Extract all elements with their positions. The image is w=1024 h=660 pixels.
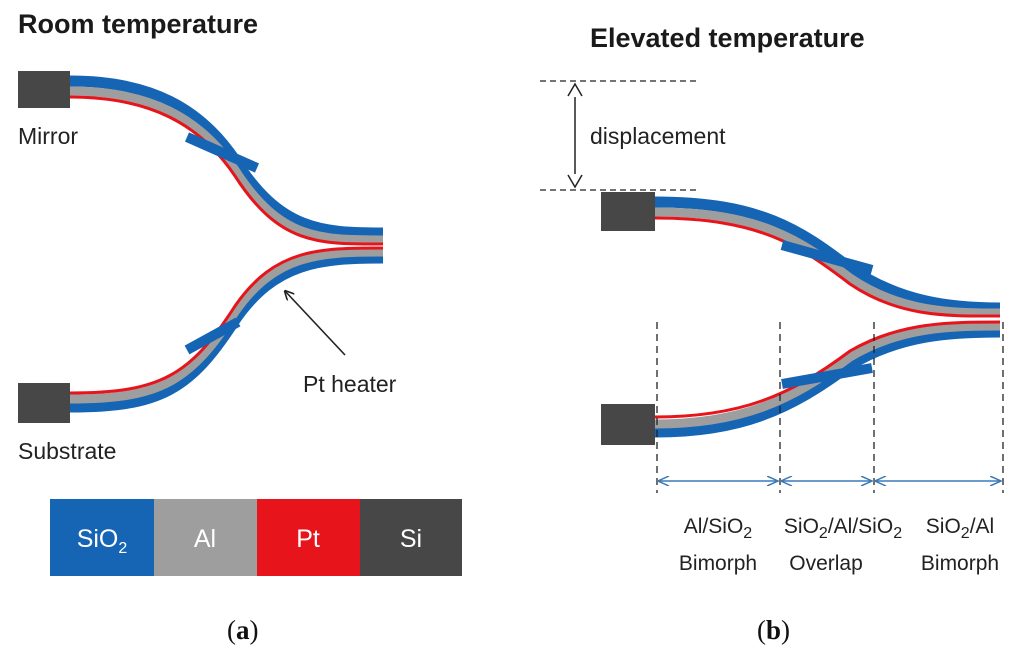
al-layer-upper — [69, 86, 384, 245]
substrate-anchor-b — [601, 404, 655, 445]
mirror-beam-elevated — [601, 192, 1001, 318]
panel-a: Room temperature Mirror Substrate Pt hea… — [18, 9, 462, 645]
region-label-overlap: SiO2/Al/SiO2 Overlap — [784, 515, 902, 575]
panel-b: Elevated temperature displacement — [540, 23, 1004, 645]
panel-a-title: Room temperature — [18, 9, 258, 39]
pt-layer-lower-b — [654, 320, 1001, 419]
mirror-beam — [18, 71, 384, 246]
substrate-beam-elevated — [601, 320, 1001, 445]
pt-layer-upper — [69, 95, 384, 246]
region-1-line2: Bimorph — [679, 552, 757, 575]
legend-si-swatch — [360, 499, 462, 576]
panel-b-title: Elevated temperature — [590, 23, 865, 53]
al-layer-lower-b — [654, 321, 1001, 429]
panel-b-caption: (b) — [757, 615, 790, 645]
legend-si-label: Si — [400, 525, 422, 553]
region-label-sio2-al-bimorph: SiO2/Al Bimorph — [921, 515, 999, 575]
al-layer-upper-b — [654, 207, 1001, 318]
pt-heater-label: Pt heater — [303, 371, 397, 397]
sio2-overlap-lower-b — [781, 363, 873, 389]
al-layer-lower — [69, 247, 384, 404]
legend-al-swatch — [154, 499, 257, 576]
pt-layer-lower — [69, 246, 384, 395]
region-3-line1: SiO2/Al — [926, 515, 994, 542]
region-2-line2: Overlap — [789, 552, 863, 575]
mirror-anchor — [18, 71, 70, 108]
displacement-label: displacement — [590, 123, 726, 149]
legend-pt-label: Pt — [296, 525, 320, 553]
pt-layer-upper-b — [654, 216, 1001, 318]
sio2-overlap-lower — [184, 317, 241, 355]
region-1-line1: Al/SiO2 — [684, 515, 753, 542]
panel-a-caption: (a) — [227, 615, 259, 645]
legend-al-label: Al — [194, 525, 216, 553]
displacement-arrowhead-up — [567, 82, 583, 97]
legend-sio2-swatch — [50, 499, 154, 576]
mirror-label: Mirror — [18, 123, 78, 149]
region-label-al-sio2-bimorph: Al/SiO2 Bimorph — [679, 515, 757, 575]
material-legend: SiO2 Al Pt Si — [50, 499, 462, 576]
region-2-line1: SiO2/Al/SiO2 — [784, 515, 902, 542]
substrate-label: Substrate — [18, 438, 116, 464]
substrate-anchor — [18, 383, 70, 423]
sio2-layer-lower-b — [654, 326, 1001, 438]
displacement-arrowhead-down — [567, 174, 583, 189]
legend-pt-swatch — [257, 499, 360, 576]
mirror-anchor-b — [601, 192, 655, 231]
pt-heater-arrow — [285, 291, 346, 356]
sio2-overlap-upper — [184, 132, 260, 173]
sio2-overlap-upper-b — [780, 240, 874, 275]
region-3-line2: Bimorph — [921, 552, 999, 575]
legend-sio2-label: SiO2 — [77, 525, 128, 557]
substrate-beam — [18, 246, 384, 423]
